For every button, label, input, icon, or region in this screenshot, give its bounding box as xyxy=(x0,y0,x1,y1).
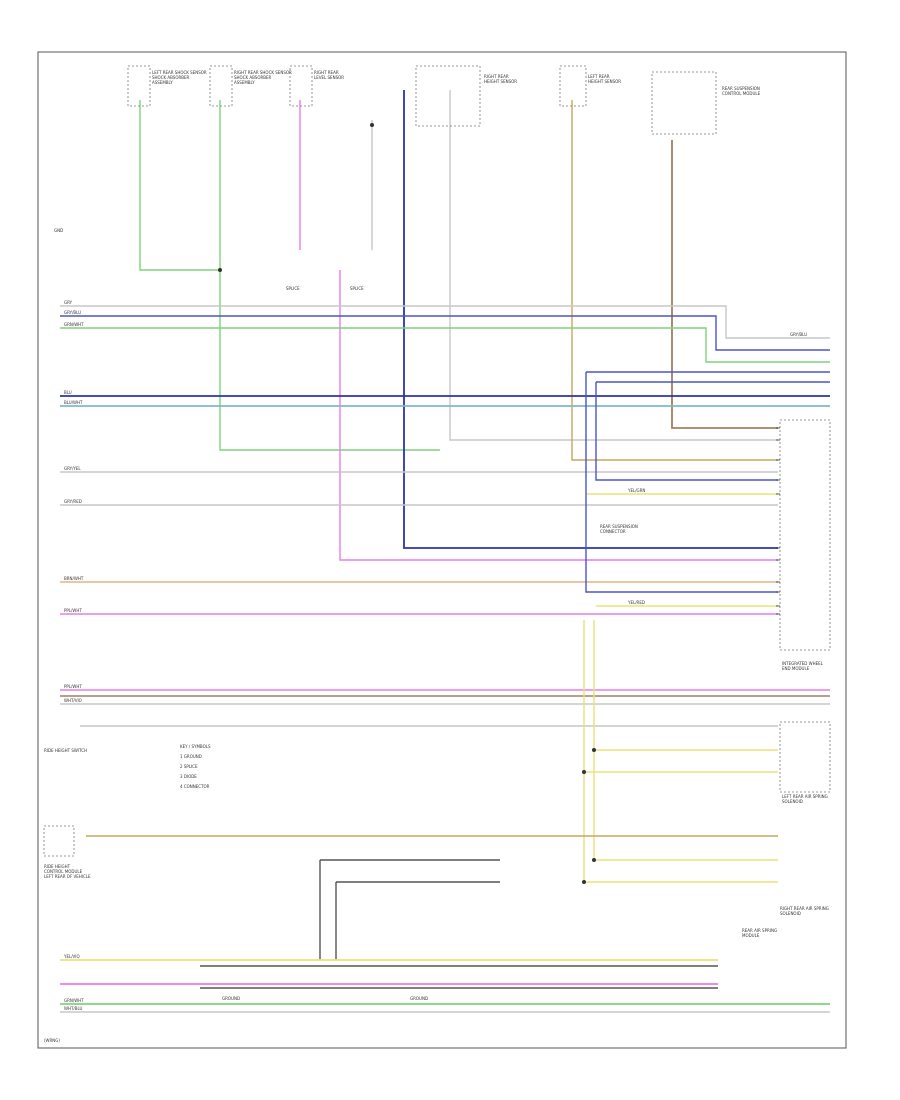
component-box-module xyxy=(651,71,717,135)
legend-item: 1 GROUND xyxy=(180,754,202,759)
wire-brown-v xyxy=(671,140,778,429)
legend-item: 2 SPLICE xyxy=(180,764,198,769)
wire-label: GRY xyxy=(64,300,73,305)
component-box-connector xyxy=(779,721,831,793)
wire-gray-h1 xyxy=(60,305,830,339)
wire-label: GRY/BLU xyxy=(790,332,807,337)
wire-label: GRY/BLU xyxy=(64,310,81,315)
wire-label: GRY/YEL xyxy=(64,466,81,471)
wire-label: GRN/WHT xyxy=(64,322,84,327)
wire-green-2 xyxy=(219,100,440,451)
component-box-left-shock xyxy=(127,65,151,107)
junction-dot xyxy=(218,268,222,272)
wire-labels: GRY GRY/BLU GRN/WHT BLU BLU/WHT GRY/YEL … xyxy=(63,300,807,1011)
component-label: GROUND xyxy=(410,996,428,1001)
junction-dot xyxy=(582,770,586,774)
wire-label: PPL/WHT xyxy=(64,684,82,689)
junction-dot xyxy=(592,858,596,862)
legend-item: 3 DIODE xyxy=(180,774,197,779)
legend-title: KEY / SYMBOLS xyxy=(180,744,211,749)
component-outlines xyxy=(43,65,831,857)
junction-dot xyxy=(582,880,586,884)
junction-dot xyxy=(592,748,596,752)
component-box-height-l xyxy=(559,65,587,107)
wire-label: BRN/WHT xyxy=(64,576,84,581)
wire-gray-v2 xyxy=(449,90,778,441)
wire-group xyxy=(60,90,830,1013)
wire-label: GRY/RED xyxy=(64,499,82,504)
wire-label: PPL/WHT xyxy=(64,608,82,613)
legend-item: 4 CONNECTOR xyxy=(180,784,210,789)
wire-blue-v2 xyxy=(585,372,778,593)
wire-label: WHT/VIO xyxy=(64,698,82,703)
wire-tan-v xyxy=(571,100,778,461)
component-label: GROUND xyxy=(222,996,240,1001)
wire-blue-v3 xyxy=(595,382,778,481)
wire-green-1 xyxy=(139,100,220,271)
wire-green-h1 xyxy=(60,327,830,363)
connector-pins xyxy=(776,427,780,615)
wire-label: WHT/BLU xyxy=(64,1006,83,1011)
component-box-level xyxy=(289,65,313,107)
component-box-right-module xyxy=(779,419,831,651)
wire-label: BLU/WHT xyxy=(64,400,83,405)
wire-pink-2 xyxy=(339,270,778,561)
wire-label: YEL/RED xyxy=(627,600,645,605)
page-label: (WRNG) xyxy=(44,1038,60,1043)
legend: KEY / SYMBOLS 1 GROUND 2 SPLICE 3 DIODE … xyxy=(180,744,211,789)
wire-label: GRN/WHT xyxy=(64,998,84,1003)
wire-blue-v xyxy=(403,90,778,549)
junction-group xyxy=(218,123,596,884)
component-label: SPLICE xyxy=(286,286,300,291)
wire-label: BLU xyxy=(64,390,72,395)
wire-blue-h1 xyxy=(60,315,830,351)
component-box-height-r xyxy=(415,65,481,127)
component-box-right-shock xyxy=(209,65,233,107)
component-label: GND xyxy=(54,228,63,233)
wire-label: YEL/GRN xyxy=(627,488,645,493)
component-label: RIDE HEIGHT SWITCH xyxy=(44,748,87,753)
component-label: SPLICE xyxy=(350,286,364,291)
diagram-border xyxy=(37,51,847,1049)
junction-dot xyxy=(370,123,374,127)
component-box-ride-sw xyxy=(43,825,75,857)
wire-label: YEL/VIO xyxy=(63,954,80,959)
